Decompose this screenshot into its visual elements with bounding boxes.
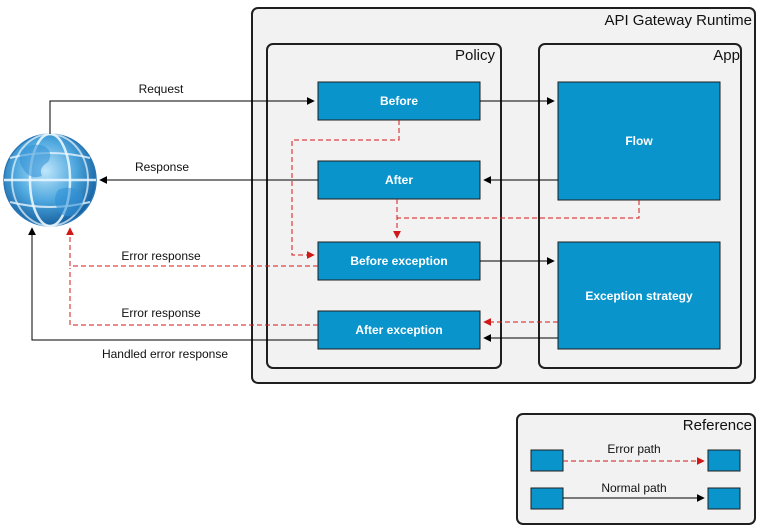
before-exception-label: Before exception [350,254,447,268]
after-box: After [317,160,481,200]
exception-strategy-box: Exception strategy [557,241,721,350]
legend-normal-target-box [707,487,741,510]
legend-error-target-box [707,449,741,472]
exception-strategy-label: Exception strategy [585,289,693,303]
reference-title: Reference [683,417,752,434]
error-response-edge-2 [69,268,318,326]
flow-label: Flow [625,134,653,148]
runtime-title: API Gateway Runtime [604,12,752,29]
before-label: Before [380,94,418,108]
normal-edges [28,97,558,342]
after-label: After [385,173,413,187]
error-response-edge-1 [66,227,318,267]
before-exception-box: Before exception [317,241,481,281]
before-to-before-exception-error-edge [291,120,400,259]
before-box: Before [317,81,481,121]
policy-title: Policy [455,47,496,64]
request-label: Request [139,82,184,96]
policy-container: Policy [266,43,502,369]
legend-normal-path-label: Normal path [601,481,666,495]
after-exception-box: After exception [317,310,481,350]
legend-normal-source-box [530,487,564,510]
response-label: Response [135,160,189,174]
app-title: App [713,47,740,64]
handled-error-response-edge [28,227,318,341]
error-edges [66,120,640,326]
legend-error-source-box [530,449,564,472]
error-response-label-2: Error response [121,306,201,320]
globe-icon [3,132,97,228]
error-response-label-1: Error response [121,249,201,263]
legend-error-path-label: Error path [607,442,660,456]
flow-error-edge [397,200,640,219]
after-exception-label: After exception [355,323,442,337]
handled-error-response-label: Handled error response [102,347,228,361]
request-edge [49,97,315,134]
flow-box: Flow [557,81,721,201]
reference-legend: Reference Error path Normal path [516,413,756,525]
